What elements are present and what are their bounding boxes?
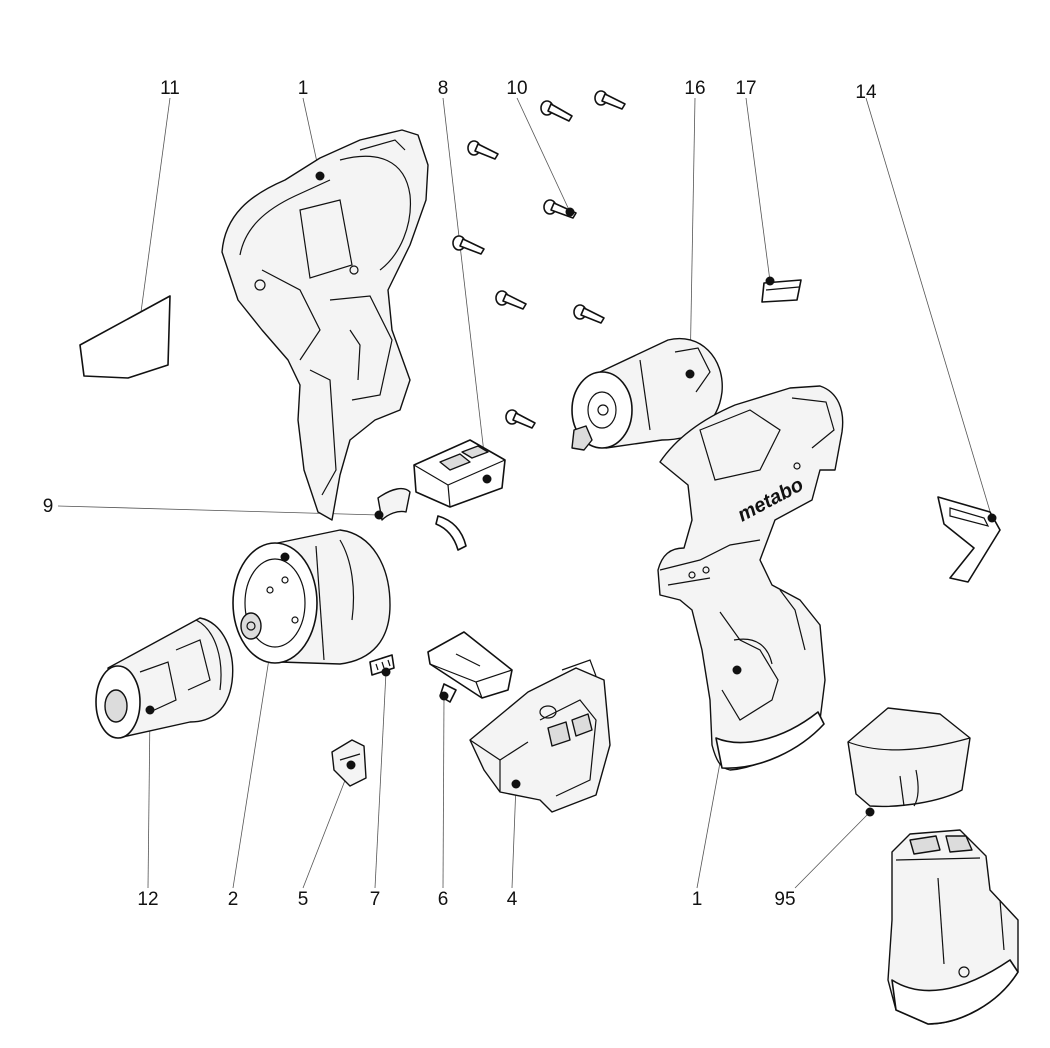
screw-6 xyxy=(495,290,527,310)
callout-7: 7 xyxy=(370,889,381,910)
leader-12 xyxy=(147,709,151,889)
leader-6 xyxy=(442,695,445,889)
part-14-clip xyxy=(937,496,1001,583)
callout-1-bottom: 1 xyxy=(692,889,703,910)
leader-4 xyxy=(511,783,517,889)
part-arc-spring xyxy=(435,515,467,551)
callout-95: 95 xyxy=(774,889,795,910)
part-17-small-plate xyxy=(761,276,802,303)
screw-7 xyxy=(573,304,605,324)
leader-5 xyxy=(302,764,352,889)
screw-5 xyxy=(452,235,485,255)
callout-2: 2 xyxy=(228,889,239,910)
callout-1-top: 1 xyxy=(298,78,309,99)
part-6-button xyxy=(427,631,513,703)
part-8-slider xyxy=(413,439,506,508)
screw-3 xyxy=(467,140,499,160)
callout-16: 16 xyxy=(684,78,705,99)
leader-lines xyxy=(57,97,993,889)
part-95-battery xyxy=(847,707,1019,1025)
part-10-screws xyxy=(452,90,626,429)
leader-95 xyxy=(794,811,871,889)
screw-8 xyxy=(505,409,536,429)
callout-12: 12 xyxy=(137,889,158,910)
part-7-small-clip xyxy=(369,654,395,677)
callout-6: 6 xyxy=(438,889,449,910)
leader-14 xyxy=(865,97,993,519)
part-9-cap xyxy=(374,487,411,521)
callout-11: 11 xyxy=(160,78,180,99)
leader-8 xyxy=(442,97,488,480)
callout-4: 4 xyxy=(507,889,518,910)
leader-10 xyxy=(516,97,571,213)
leader-16 xyxy=(689,97,696,375)
callout-17: 17 xyxy=(735,78,756,99)
callout-10: 10 xyxy=(506,78,527,99)
callout-labels: 11 1 8 10 16 17 14 9 12 2 5 7 6 4 1 95 xyxy=(43,78,877,910)
screw-2 xyxy=(594,90,626,110)
leader-11 xyxy=(140,97,171,313)
callout-9: 9 xyxy=(43,496,54,517)
part-11-label-plate xyxy=(79,295,171,379)
callout-8: 8 xyxy=(438,78,449,99)
part-12-chuck xyxy=(95,617,234,739)
part-5-holder xyxy=(331,739,367,787)
callout-5: 5 xyxy=(298,889,309,910)
part-4-switch xyxy=(469,659,611,813)
screw-1 xyxy=(540,100,573,122)
part-2-gearbox xyxy=(232,529,391,665)
callout-14: 14 xyxy=(855,82,877,103)
part-1-housing-right: metabo xyxy=(657,385,844,771)
part-1-housing-left xyxy=(221,129,429,521)
leader-17 xyxy=(745,97,771,282)
part-16-motor xyxy=(571,337,723,451)
leader-7 xyxy=(374,671,387,889)
